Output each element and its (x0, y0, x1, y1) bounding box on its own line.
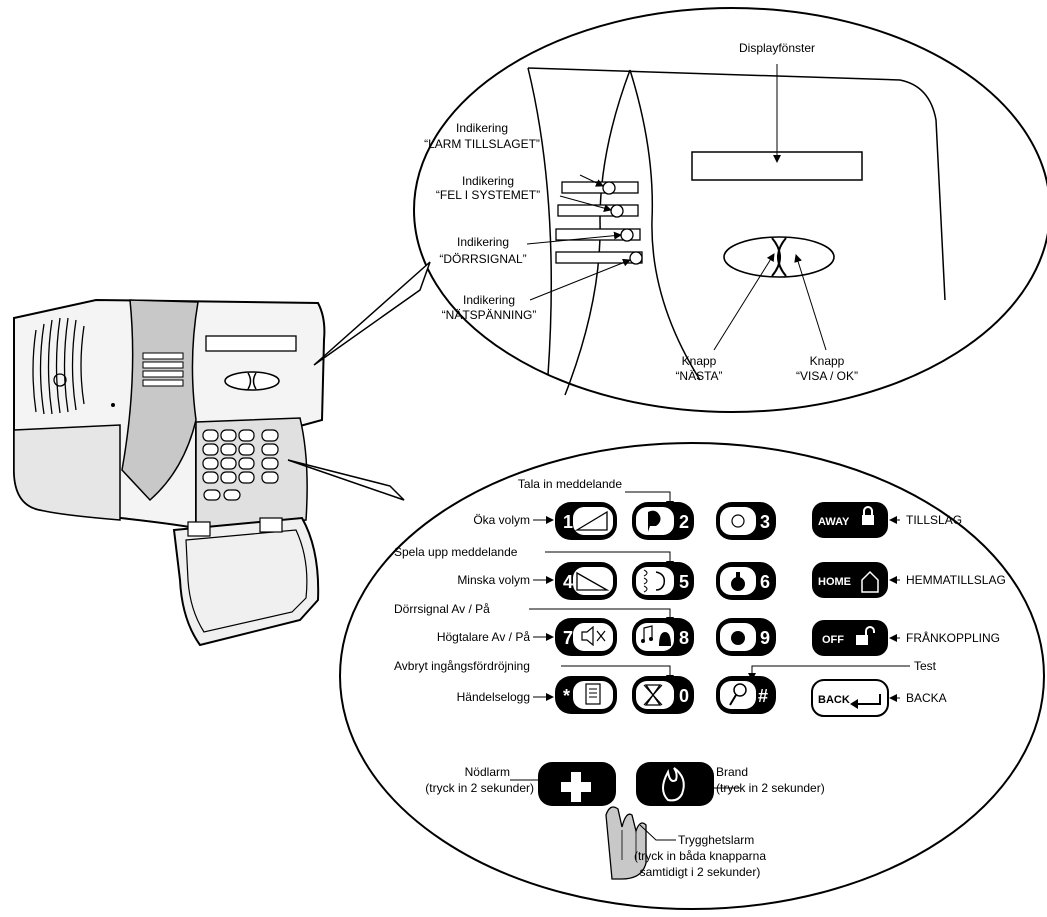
return-arrow-icon (850, 699, 858, 709)
svg-text:AWAY: AWAY (818, 516, 850, 528)
svg-text:9: 9 (760, 628, 770, 648)
mini-indicators (142, 352, 184, 387)
display-callout-bubble (413, 7, 1047, 413)
label-increase-volume: Öka volym (473, 513, 530, 527)
indicator-label-2a: Indikering (462, 174, 514, 188)
label-cancel-entry-delay: Avbryt ingångsfördröjning (394, 659, 530, 673)
svg-text:0: 0 (679, 686, 689, 706)
label-away: TILLSLAG (906, 513, 962, 527)
svg-text:*: * (563, 686, 570, 706)
label-off: FRÅNKOPPLING (906, 630, 1000, 645)
label-chime-toggle: Dörrsignal Av / På (394, 602, 490, 616)
key-0: 0 (632, 676, 694, 714)
display-callout-pointer (313, 261, 431, 366)
label-home: HEMMATILLSLAG (906, 573, 1006, 587)
label-emergency-sub: (tryck in 2 sekunder) (425, 781, 534, 795)
key-5: 5 (632, 562, 694, 600)
key-2: 2 (632, 502, 694, 540)
display-label: Displayfönster (739, 41, 815, 55)
svg-text:2: 2 (679, 512, 689, 532)
key-8: 8 (632, 618, 694, 656)
fire-key (636, 762, 714, 806)
ok-button-label-b: “VISA / OK” (796, 369, 858, 383)
label-event-log: Händelselogg (457, 690, 530, 704)
label-back: BACKA (906, 691, 947, 705)
indicator-label-4a: Indikering (463, 293, 515, 307)
ok-button-label-a: Knapp (810, 354, 845, 368)
svg-text:7: 7 (563, 628, 573, 648)
led-fault (610, 204, 624, 218)
led-power (629, 251, 643, 265)
svg-text:OFF: OFF (822, 634, 844, 646)
label-panic-sub1: (tryck in båda knapparna (634, 849, 766, 863)
indicator-label-4b: “NÄTSPÄNNING” (442, 308, 537, 322)
svg-text:5: 5 (679, 572, 689, 592)
label-emergency: Nödlarm (465, 765, 510, 779)
indicator-label-3a: Indikering (457, 235, 509, 249)
indicator-label-1b: “LARM TILLSLAGET” (424, 137, 540, 151)
mini-display (205, 335, 297, 352)
key-3: 3 (716, 502, 776, 540)
lock-icon (862, 515, 874, 525)
key-hash: # (716, 676, 776, 714)
svg-text:HOME: HOME (818, 576, 851, 588)
key-star: * (555, 676, 617, 714)
next-button-label-a: Knapp (682, 354, 717, 368)
key-7: 7 (555, 618, 617, 656)
key-6: 6 (716, 562, 776, 600)
led-chime (620, 228, 634, 242)
keypad-callout: 1 2 3 4 5 (287, 442, 1045, 910)
mini-nav-buttons (224, 371, 280, 391)
pressing-finger (605, 806, 647, 880)
svg-text:BACK: BACK (818, 694, 850, 706)
svg-text:3: 3 (760, 512, 770, 532)
display-callout: Displayfönster Indikering “LARM TILLSLAG… (313, 7, 1047, 413)
svg-text:#: # (758, 686, 768, 706)
control-panel-device (13, 298, 326, 647)
indicator-label-1a: Indikering (456, 121, 508, 135)
keypad-callout-bubble (339, 442, 1045, 910)
key-1: 1 (555, 502, 617, 540)
svg-text:1: 1 (563, 512, 573, 532)
label-test: Test (914, 659, 937, 673)
key-9: 9 (716, 618, 776, 656)
mini-keypad (202, 429, 279, 501)
unlock-icon (856, 635, 868, 645)
off-key: OFF (812, 620, 888, 656)
back-key: BACK (811, 679, 889, 717)
flip-cover (172, 516, 320, 647)
svg-text:4: 4 (563, 572, 573, 592)
away-key: AWAY (812, 502, 888, 538)
keypad-callout-pointer (287, 459, 405, 501)
key-4: 4 (555, 562, 617, 600)
label-decrease-volume: Minska volym (457, 573, 530, 587)
label-fire-sub: (tryck in 2 sekunder) (716, 781, 825, 795)
house-icon (861, 570, 879, 593)
indicator-label-2b: “FEL I SYSTEMET” (436, 188, 540, 202)
label-fire: Brand (716, 765, 748, 779)
label-speaker-toggle: Högtalare Av / På (437, 630, 530, 644)
speaker-grille (32, 317, 85, 415)
led-armed (602, 181, 616, 195)
indicator-label-3b: “DÖRRSIGNAL” (439, 252, 526, 266)
label-play-message: Spela upp meddelande (394, 545, 518, 559)
home-key: HOME (812, 562, 888, 598)
label-record-message: Tala in meddelande (518, 477, 622, 491)
next-button-label-b: “NÄSTA” (675, 369, 722, 383)
svg-text:6: 6 (760, 572, 770, 592)
label-panic: Trygghetslarm (678, 833, 754, 847)
label-panic-sub2: samtidigt i 2 sekunder) (640, 865, 761, 879)
emergency-key (538, 762, 616, 806)
svg-text:8: 8 (679, 628, 689, 648)
